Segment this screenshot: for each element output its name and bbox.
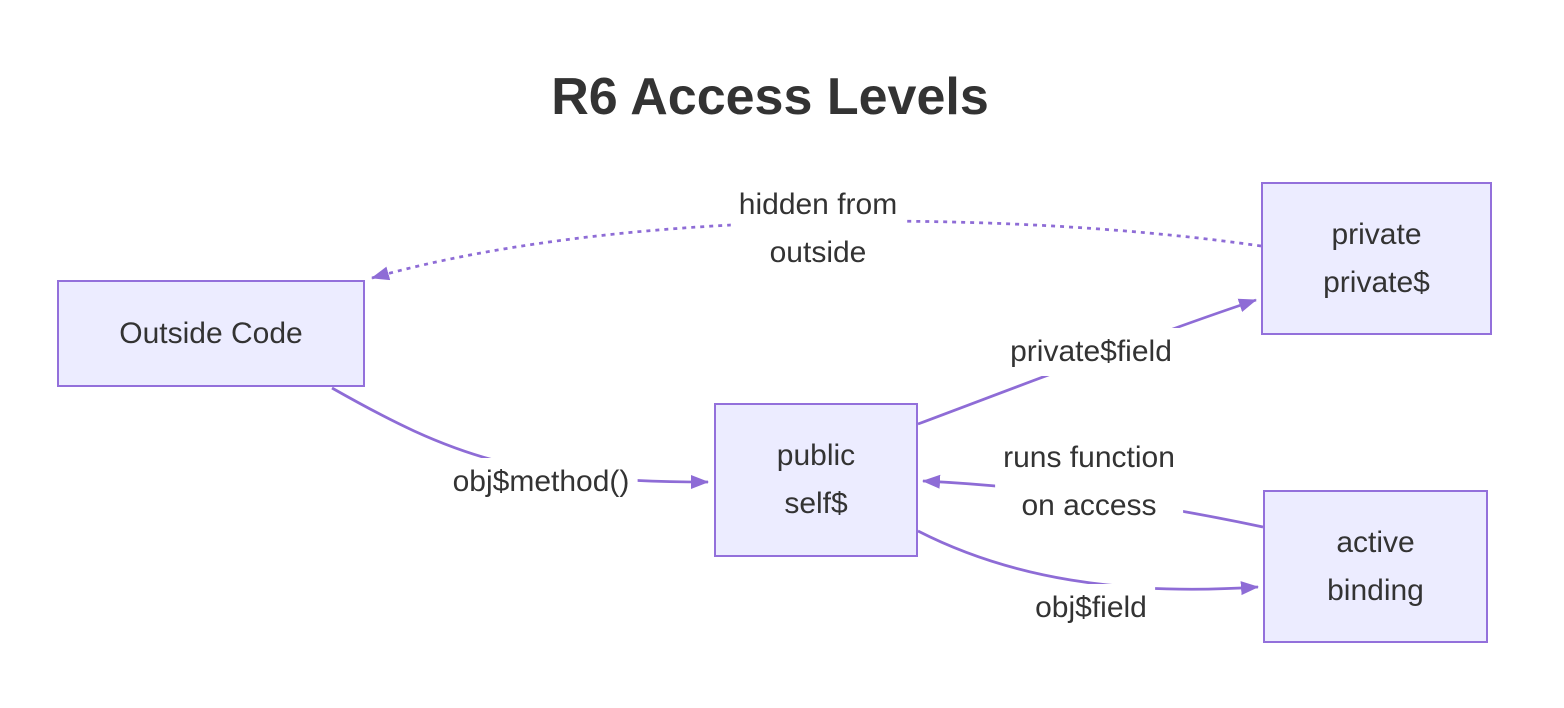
node-private-private: private private$	[1261, 182, 1492, 335]
edge-label-hidden-from-outside: hidden from outside	[730, 181, 906, 277]
edge-obj-field	[917, 529, 1259, 596]
node-private-private-label-line2: private$	[1323, 265, 1430, 299]
diagram-title: R6 Access Levels	[551, 68, 989, 126]
node-public-self: public self$	[714, 403, 918, 557]
edge-label-hidden-from-outside-line1: hidden from	[738, 188, 898, 221]
node-public-self-label-line2: self$	[784, 487, 848, 520]
edge-hidden-from-outside	[371, 219, 1262, 281]
edge-label-obj-field-text: obj$field	[1035, 591, 1147, 624]
edge-label-runs-function-line2: on access	[1021, 489, 1157, 522]
edge-label-runs-function-line1: runs function	[1003, 441, 1175, 474]
edge-label-hidden-from-outside-line2: outside	[769, 236, 867, 269]
node-private-private-label-line1: private	[1331, 217, 1422, 251]
node-outside-code: Outside Code	[57, 280, 365, 387]
node-active-binding: active binding	[1263, 490, 1488, 643]
node-public-self-label-line1: public	[776, 439, 856, 472]
node-active-binding-label-line2: binding	[1327, 573, 1424, 607]
node-active-binding-label-line1: active	[1336, 525, 1415, 559]
edge-label-private-field: private$field	[1002, 328, 1180, 376]
edge-label-obj-method-text: obj$method()	[452, 465, 630, 498]
node-outside-code-label: Outside Code	[119, 316, 303, 350]
edge-label-private-field-text: private$field	[1010, 335, 1172, 368]
edge-label-obj-method: obj$method()	[444, 458, 638, 506]
edge-label-runs-function: runs function on access	[995, 434, 1183, 530]
edge-label-obj-field: obj$field	[1027, 584, 1155, 632]
